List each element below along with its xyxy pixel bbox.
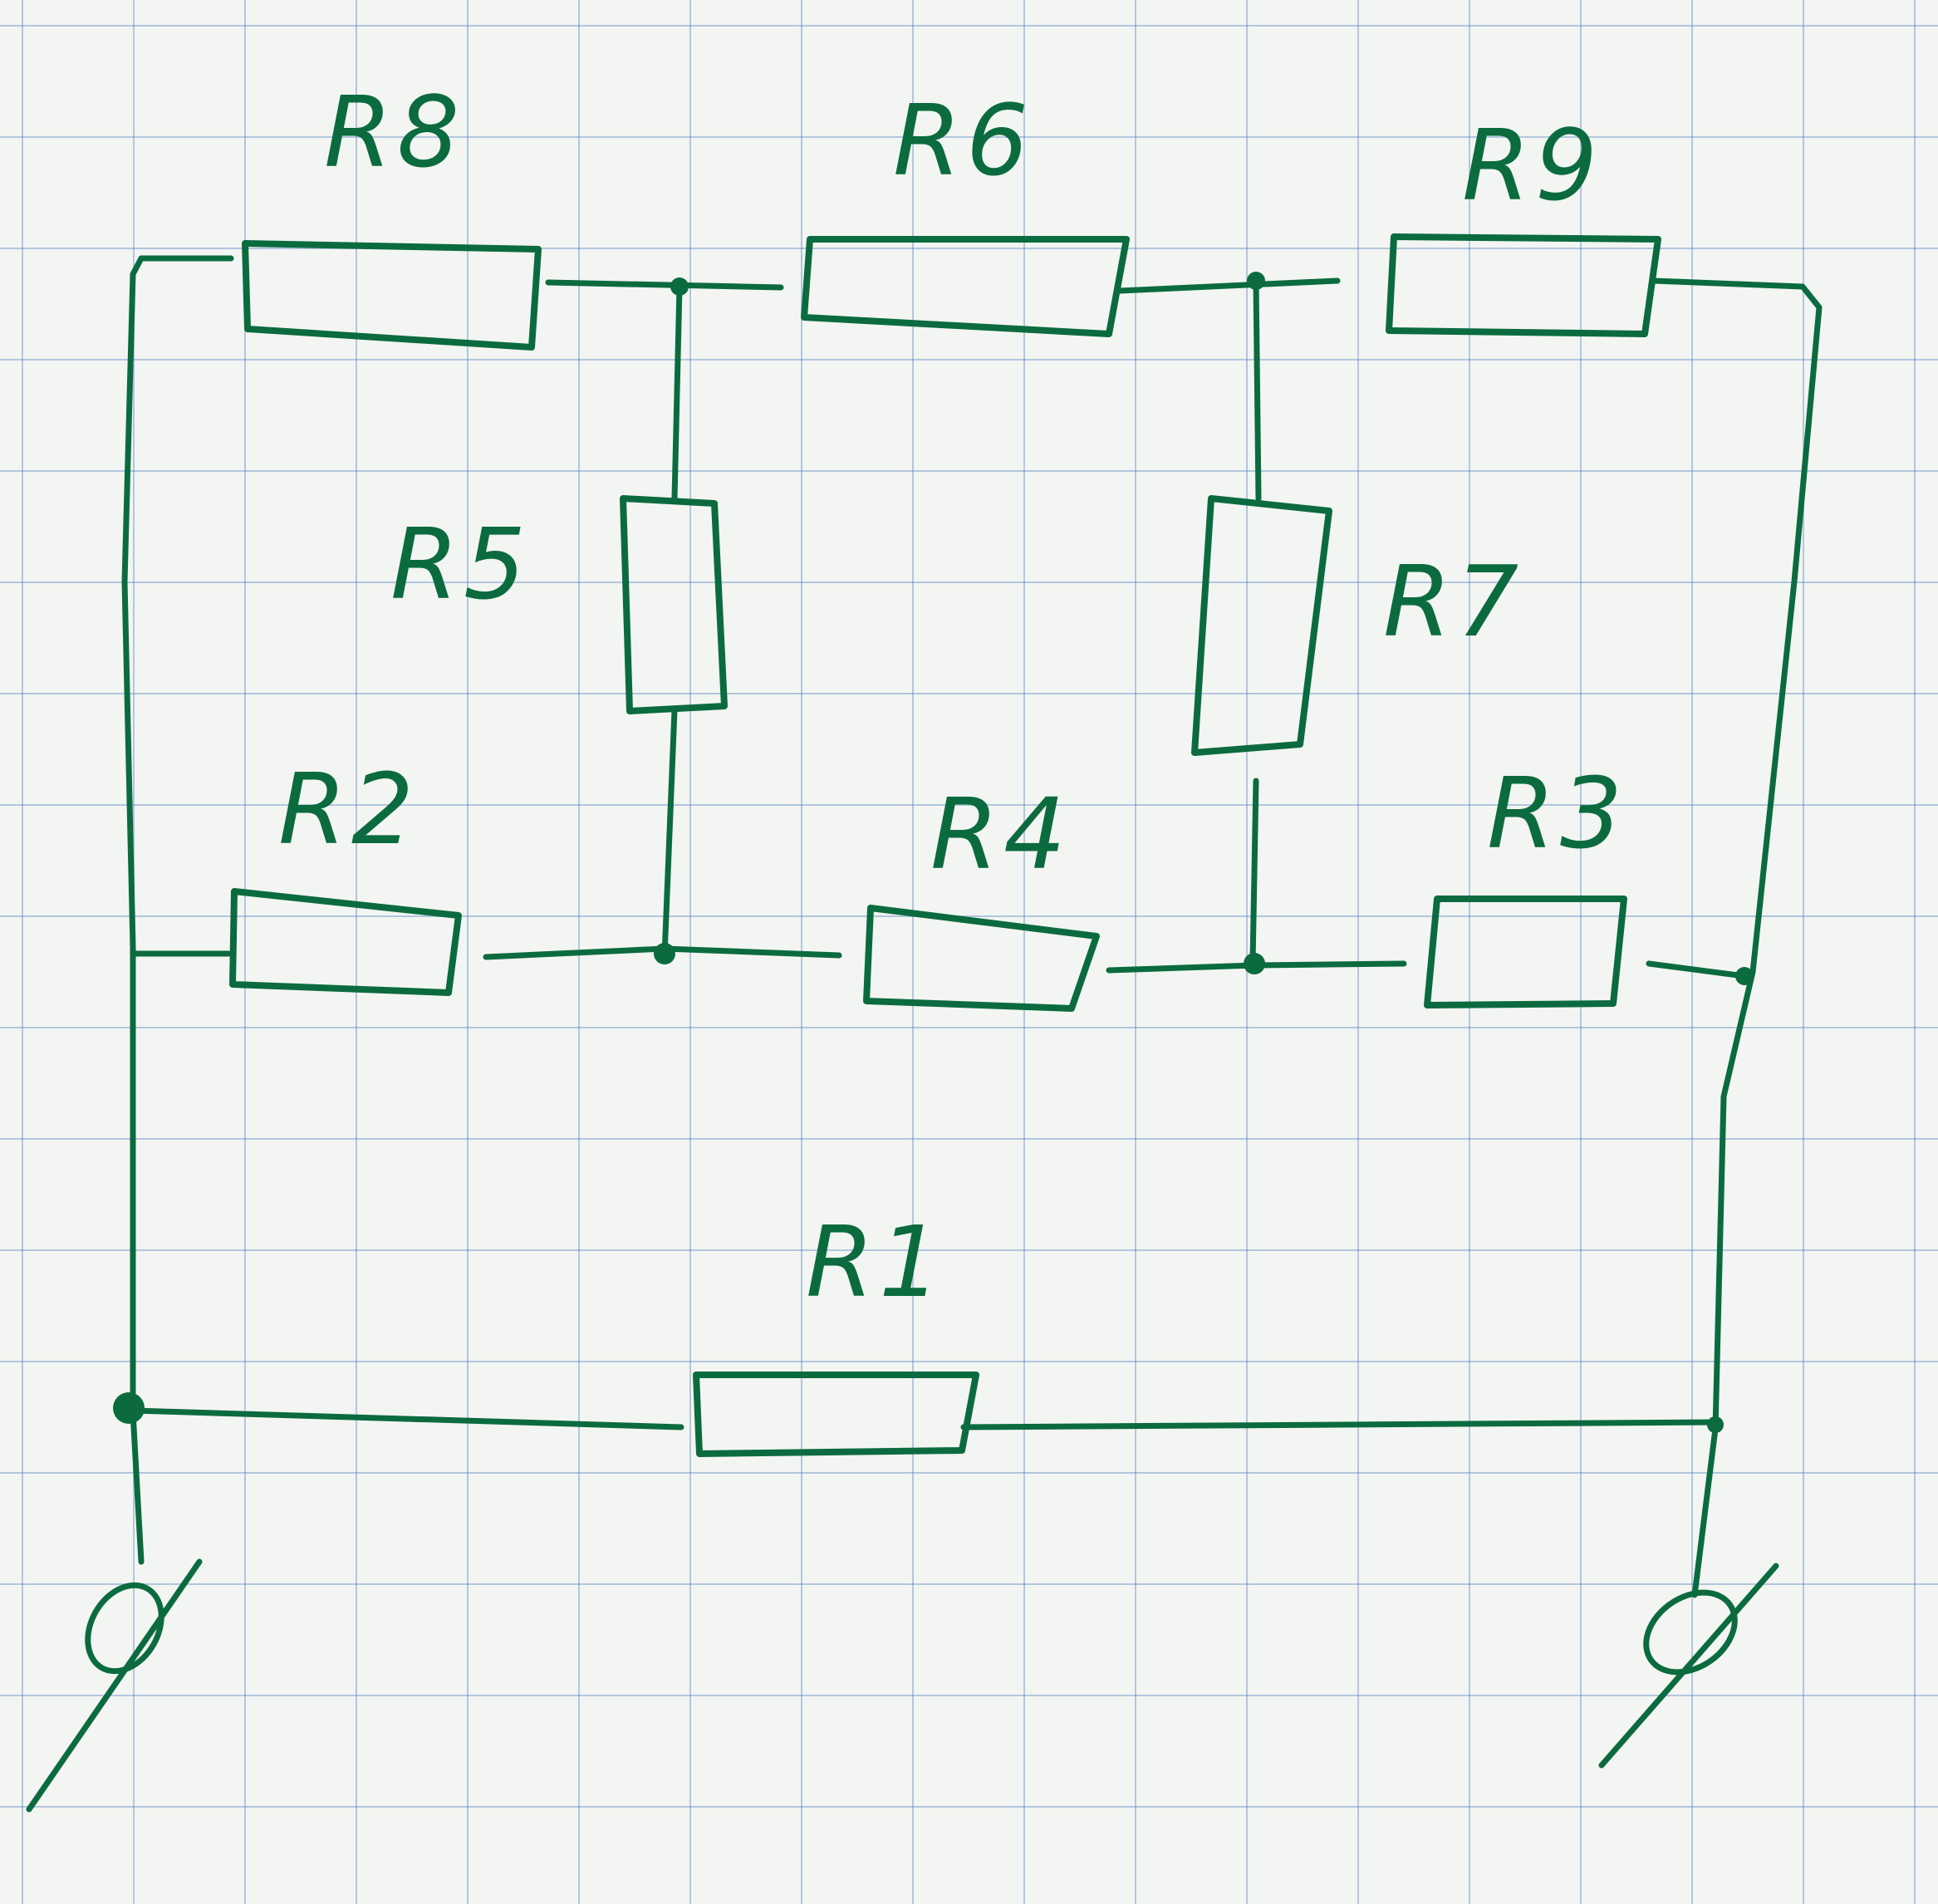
resistor-r5	[620, 495, 728, 714]
label-r1: R1	[806, 1205, 946, 1319]
wire-r5-bottom	[661, 707, 678, 959]
right-terminal	[1598, 1563, 1779, 1769]
wire-left-rail	[121, 255, 234, 1416]
resistor-r8	[242, 240, 542, 351]
resistor-r6	[801, 236, 1130, 337]
resistor-r1	[693, 1372, 979, 1457]
wire-top-r6-r9	[1116, 277, 1341, 294]
junction-dot	[670, 277, 689, 296]
wire-lead-left	[130, 1409, 145, 1565]
label-r3: R3	[1487, 756, 1627, 871]
wire-r5-top	[671, 283, 683, 502]
wire-r7-bottom	[1249, 778, 1259, 967]
terminal-circle	[1643, 1589, 1738, 1676]
label-r2: R2	[278, 752, 419, 866]
terminal-slash	[1598, 1563, 1779, 1769]
wire-middle-right	[1646, 960, 1748, 979]
wire-right-rail	[1650, 277, 1823, 1432]
resistor-r7	[1191, 495, 1332, 756]
wire-bottom-left	[130, 1407, 684, 1430]
wire-bottom-right	[960, 1419, 1723, 1430]
resistor-r2	[229, 888, 462, 996]
junction-dot	[654, 943, 675, 964]
junction-dot	[1707, 1416, 1724, 1433]
resistor-r3	[1424, 896, 1627, 1008]
resistor-r9	[1386, 233, 1661, 337]
junction-dot	[1244, 953, 1265, 974]
junction-dot	[1735, 967, 1754, 985]
resistor-labels: R8 R6 R9 R5 R7 R2 R4 R3 R1	[278, 75, 1627, 1319]
junctions	[113, 272, 1754, 1433]
resistor-r4	[863, 905, 1100, 1012]
label-r4: R4	[930, 777, 1071, 891]
terminals	[26, 1558, 1779, 1813]
left-terminal	[26, 1558, 203, 1813]
wire-top-r8-r6	[545, 279, 784, 291]
junction-dot	[1247, 272, 1265, 290]
wire-lead-right	[1691, 1426, 1719, 1598]
junction-dot	[113, 1392, 145, 1424]
label-r6: R6	[893, 83, 1033, 198]
label-r5: R5	[390, 507, 531, 621]
wires	[121, 255, 1823, 1598]
wire-r7-top	[1253, 279, 1262, 502]
label-r7: R7	[1383, 544, 1523, 659]
terminal-slash	[26, 1558, 203, 1813]
terminal-circle	[85, 1582, 164, 1675]
label-r8: R8	[324, 75, 464, 189]
resistor-bodies	[229, 233, 1661, 1457]
label-r9: R9	[1462, 108, 1602, 223]
